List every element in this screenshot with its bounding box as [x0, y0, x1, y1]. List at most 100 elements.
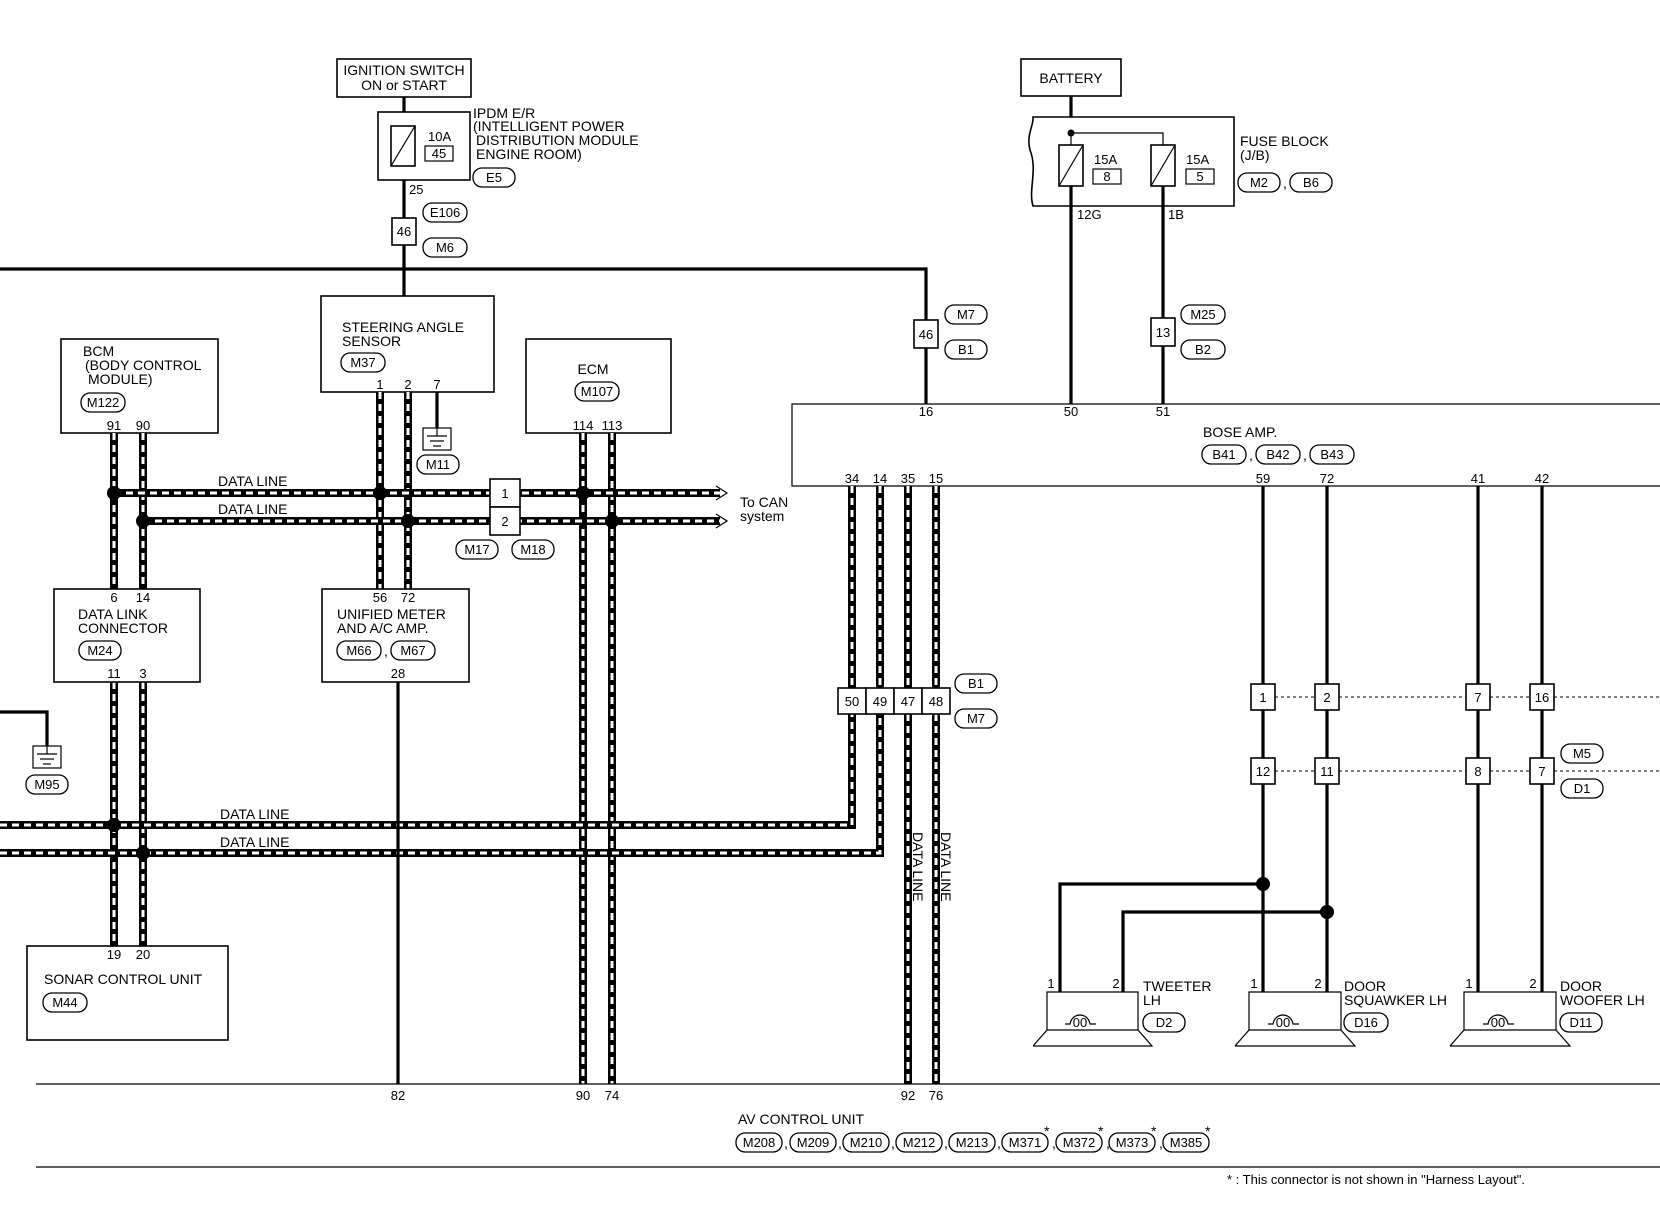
svg-text:15: 15 — [929, 471, 943, 486]
ignition-switch: IGNITION SWITCH ON or START — [336, 58, 472, 98]
sonar-control-unit: 19 20 SONAR CONTROL UNIT M44 — [26, 945, 229, 1041]
connector-m17: M17 — [455, 539, 499, 560]
svg-text:00: 00 — [1073, 1015, 1087, 1030]
svg-text:D1: D1 — [1574, 781, 1591, 796]
svg-text:M24: M24 — [87, 643, 112, 658]
svg-text:DATA LINE: DATA LINE — [938, 832, 954, 902]
svg-text:ECM: ECM — [577, 361, 608, 377]
av-control-unit: 82 90 74 92 76 AV CONTROL UNIT M208 , M2… — [36, 1083, 1660, 1168]
svg-text:DOOR: DOOR — [1344, 978, 1386, 994]
svg-text:DATA LINE: DATA LINE — [220, 806, 290, 822]
svg-text:2: 2 — [1112, 976, 1119, 991]
connector-d2: D2 — [1142, 1012, 1186, 1033]
ground-m11: M11 — [416, 392, 460, 475]
svg-text:SQUAWKER LH: SQUAWKER LH — [1344, 992, 1447, 1008]
svg-text:CONNECTOR: CONNECTOR — [78, 620, 168, 636]
svg-text:16: 16 — [919, 404, 933, 419]
connector-m67: M67 — [390, 640, 436, 661]
svg-text:M67: M67 — [400, 643, 425, 658]
connector-b1a: B1 — [944, 339, 988, 360]
svg-text:M95: M95 — [34, 777, 59, 792]
svg-text:*: * — [1098, 1123, 1104, 1139]
svg-text:D2: D2 — [1156, 1015, 1173, 1030]
svg-text:,: , — [1303, 447, 1307, 463]
connector-m107: M107 — [574, 381, 620, 402]
svg-text:13: 13 — [1156, 325, 1170, 340]
svg-text:M18: M18 — [520, 542, 545, 557]
svg-text:25: 25 — [409, 182, 423, 197]
connector-m7a: M7 — [944, 304, 988, 325]
unified-meter-ac-amp: 56 72 UNIFIED METER AND A/C AMP. M66 , M… — [321, 588, 470, 683]
speaker-door-squawker-lh: 1 2 00 DOOR SQUAWKER LH D16 — [1234, 976, 1447, 1047]
svg-text:B6: B6 — [1303, 175, 1319, 190]
svg-text:2: 2 — [404, 377, 411, 392]
connector-m18: M18 — [511, 539, 555, 560]
svg-text:92: 92 — [901, 1088, 915, 1103]
svg-text:M11: M11 — [426, 457, 450, 472]
svg-text:SENSOR: SENSOR — [342, 333, 401, 349]
svg-text:*: * — [1044, 1123, 1050, 1139]
svg-text:91: 91 — [107, 418, 121, 433]
svg-text:UNIFIED METER: UNIFIED METER — [337, 606, 446, 622]
svg-text:,: , — [1052, 1135, 1056, 1151]
svg-text:50: 50 — [845, 694, 859, 709]
svg-text:,: , — [1283, 175, 1287, 191]
svg-text:72: 72 — [401, 590, 415, 605]
svg-text:45: 45 — [432, 146, 446, 161]
svg-text:BOSE AMP.: BOSE AMP. — [1203, 424, 1277, 440]
connector-m66: M66 — [336, 640, 382, 661]
connector-m373: M373 — [1108, 1132, 1156, 1153]
svg-text:14: 14 — [873, 471, 887, 486]
connector-d1: D1 — [1560, 778, 1604, 799]
svg-text:M44: M44 — [52, 995, 77, 1010]
bcm: BCM (BODY CONTROL MODULE) M122 91 90 — [60, 338, 219, 434]
connector-b6: B6 — [1289, 172, 1333, 193]
joint-connector-m17-m18: 1 2 M17 M18 — [455, 478, 555, 560]
svg-text:DATA LINE: DATA LINE — [218, 501, 288, 517]
svg-text:82: 82 — [391, 1088, 405, 1103]
svg-text:7: 7 — [1474, 690, 1481, 705]
connector-m24: M24 — [78, 640, 122, 661]
svg-text:46: 46 — [919, 327, 933, 342]
connector-b41: B41 — [1201, 444, 1247, 465]
svg-text:M371: M371 — [1009, 1135, 1042, 1150]
connector-d11: D11 — [1559, 1012, 1603, 1033]
ipdm-er: 10A 45 IPDM E/R (INTELLIGENT POWER DISTR… — [377, 105, 639, 197]
svg-text:LH: LH — [1143, 992, 1161, 1008]
svg-text:74: 74 — [605, 1088, 619, 1103]
svg-text:B43: B43 — [1320, 447, 1343, 462]
svg-text:1: 1 — [1250, 976, 1257, 991]
svg-text:34: 34 — [845, 471, 859, 486]
svg-text:*: * — [1151, 1123, 1157, 1139]
svg-text:1: 1 — [1259, 690, 1266, 705]
speaker-door-woofer-lh: 1 2 00 DOOR WOOFER LH D11 — [1449, 976, 1645, 1047]
svg-text:20: 20 — [136, 947, 150, 962]
svg-text:M372: M372 — [1063, 1135, 1096, 1150]
svg-text:M17: M17 — [464, 542, 489, 557]
connector-m6: M6 — [422, 237, 468, 258]
svg-text:,: , — [784, 1135, 788, 1151]
connector-b1b: B1 — [954, 673, 998, 694]
connector-m25: M25 — [1180, 304, 1226, 325]
svg-text:2: 2 — [1314, 976, 1321, 991]
svg-text:,: , — [1159, 1135, 1163, 1151]
svg-text:(INTELLIGENT POWER: (INTELLIGENT POWER — [473, 118, 624, 134]
svg-text:90: 90 — [576, 1088, 590, 1103]
joint-connector-b1-m7: 50 49 47 48 B1 M7 — [837, 673, 998, 729]
svg-text:system: system — [740, 508, 784, 524]
svg-text:76: 76 — [929, 1088, 943, 1103]
svg-text:DATA LINE: DATA LINE — [220, 834, 290, 850]
connector-m7b: M7 — [954, 708, 998, 729]
svg-text:,: , — [384, 643, 388, 659]
svg-text:B2: B2 — [1195, 342, 1211, 357]
svg-text:ENGINE ROOM): ENGINE ROOM) — [476, 146, 582, 162]
svg-text:DATA LINE: DATA LINE — [218, 473, 288, 489]
connector-m213: M213 — [948, 1132, 996, 1153]
svg-text:M208: M208 — [743, 1135, 776, 1150]
svg-text:51: 51 — [1156, 404, 1170, 419]
svg-text:00: 00 — [1491, 1015, 1505, 1030]
svg-text:E106: E106 — [430, 205, 460, 220]
svg-text:50: 50 — [1064, 404, 1078, 419]
svg-text:MODULE): MODULE) — [88, 371, 153, 387]
svg-text:42: 42 — [1535, 471, 1549, 486]
